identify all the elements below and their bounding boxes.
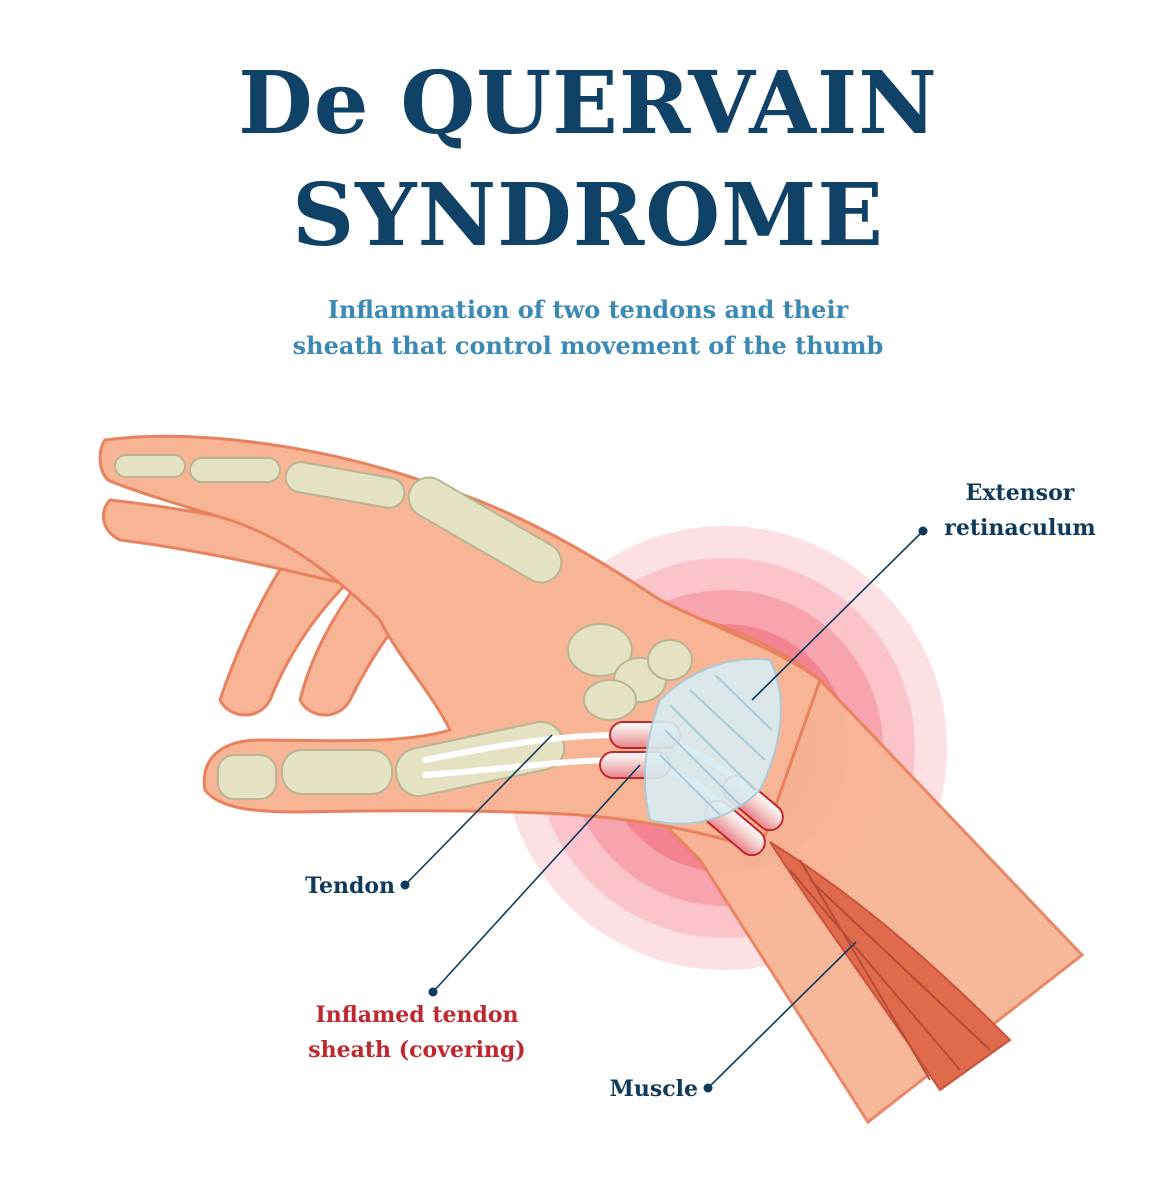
subtitle-line-2: sheath that control movement of the thum… [292,331,884,360]
title-line-2: SYNDROME [292,165,884,266]
subtitle-line-1: Inflammation of two tendons and their [327,295,849,324]
diagram-subtitle: Inflammation of two tendons and their sh… [0,292,1176,364]
diagram-title: De QUERVAIN SYNDROME [0,48,1176,272]
label-sheath-line-2: sheath (covering) [308,1037,525,1063]
muscle [769,841,1012,1092]
label-extensor-line-2: retinaculum [944,515,1095,541]
leader-lines [404,530,924,1089]
title-line-1: De QUERVAIN [238,53,938,154]
label-sheath-line-1: Inflamed tendon [315,1002,518,1028]
label-extensor-line-1: Extensor [966,480,1075,506]
extensor-retinaculum [643,658,782,825]
label-muscle: Muscle [610,1076,698,1102]
label-tendon: Tendon [305,873,395,899]
leader-dots [400,526,928,1093]
